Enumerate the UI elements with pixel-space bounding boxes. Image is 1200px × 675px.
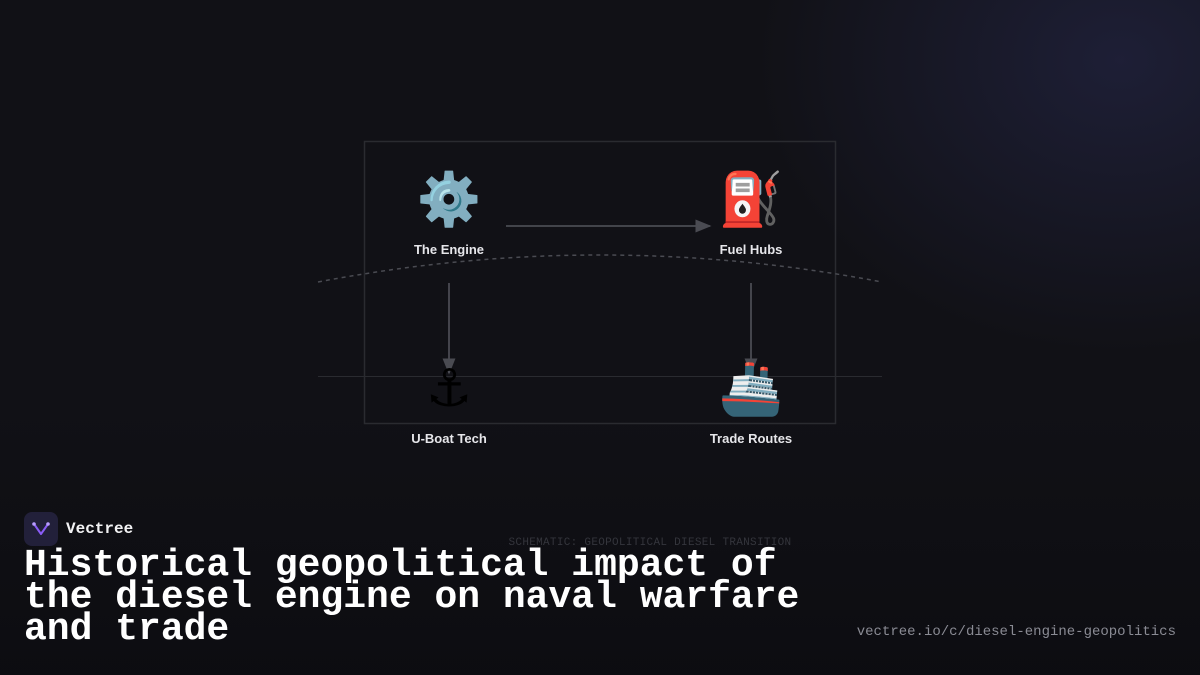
node-label-engine: The Engine: [413, 242, 485, 257]
brand: Vectree: [24, 512, 133, 546]
page-title: Historical geopolitical impact of the di…: [24, 544, 800, 651]
diagram-frame: [363, 140, 837, 425]
node-label-fuel-hubs: Fuel Hubs: [719, 242, 783, 257]
node-label-trade-routes: Trade Routes: [709, 431, 793, 446]
dashed-arc: [317, 254, 883, 283]
fuel-pump-icon: ⛽: [718, 170, 784, 230]
node-label-uboat: U-Boat Tech: [411, 431, 487, 446]
gear-icon: ⚙️: [416, 170, 482, 230]
page-url[interactable]: vectree.io/c/diesel-engine-geopolitics: [856, 624, 1176, 640]
vectree-logo-icon: [24, 512, 58, 546]
ship-icon: 🚢: [718, 359, 784, 419]
brand-name: Vectree: [66, 520, 134, 538]
diagram-caption: SCHEMATIC: GEOPOLITICAL DIESEL TRANSITIO…: [508, 537, 792, 549]
anchor-icon: ⚓: [425, 359, 473, 419]
